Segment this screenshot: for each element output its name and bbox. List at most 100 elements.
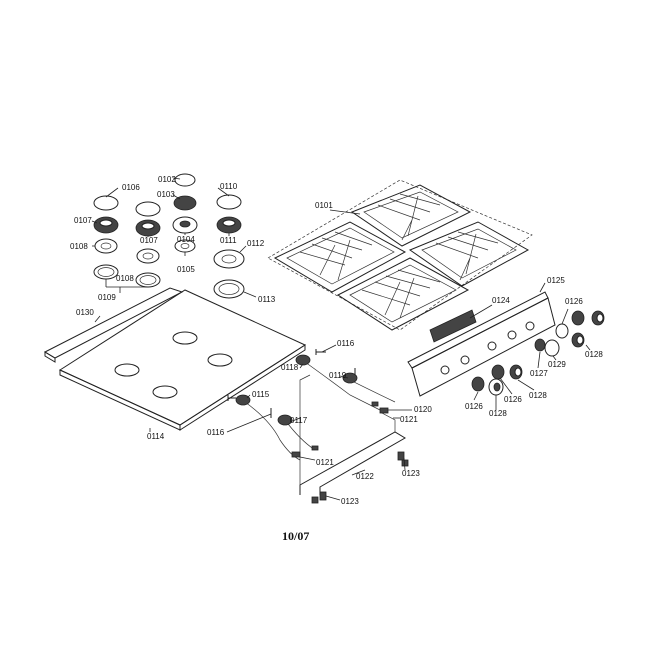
grate-back-right	[350, 184, 472, 247]
knob-0127	[534, 338, 546, 352]
part-0121-clip-c	[371, 401, 379, 407]
label-0121-a: 0121	[400, 415, 418, 424]
panel-knob-hole-5	[525, 321, 535, 331]
knob-0128-b-face	[576, 335, 584, 345]
label-0120: 0120	[414, 405, 432, 414]
part-0109-ring-center	[135, 272, 161, 288]
cooktop-top-surface	[58, 289, 307, 426]
date-code: 10/07	[282, 529, 309, 543]
grate-front-right	[408, 221, 530, 287]
knob-0126-a	[571, 310, 585, 326]
knob-0128-c-core	[493, 382, 501, 392]
part-0123-fitting-b	[319, 491, 327, 501]
label-0128-b: 0128	[489, 409, 507, 418]
knob-0128-a-face	[596, 313, 604, 323]
cooktop-right-edge	[179, 344, 306, 431]
part-0102-small-cap	[174, 173, 196, 187]
part-0117-valve	[277, 414, 293, 426]
label-0128-a: 0128	[585, 350, 603, 359]
label-0123-a: 0123	[402, 469, 420, 478]
label-0126-c: 0126	[504, 395, 522, 404]
part-0124-control-panel	[407, 282, 556, 397]
knobs-group	[471, 308, 605, 410]
label-0104: 0104	[177, 235, 195, 244]
panel-knob-hole-1	[440, 365, 450, 375]
part-0115-valve	[235, 394, 251, 406]
gas-manifold-group	[226, 344, 412, 504]
part-0122-manifold	[299, 431, 406, 495]
callout-labels: 0101 0102 0103 0104 0105 0106 0107 0107 …	[70, 175, 603, 506]
label-0123-b: 0123	[341, 497, 359, 506]
label-0106: 0106	[122, 183, 140, 192]
knob-0126-c	[491, 364, 505, 380]
knob-0129	[544, 339, 560, 357]
part-0108-base-center	[136, 248, 160, 264]
label-0111: 0111	[220, 236, 237, 245]
label-0128-c: 0128	[529, 391, 547, 400]
part-0121-clip-b	[291, 451, 301, 458]
panel-knob-hole-3	[487, 341, 497, 351]
label-0122: 0122	[356, 472, 374, 481]
part-0121-clip-d	[311, 445, 319, 451]
part-0118-valve	[295, 354, 311, 366]
cooktop-hole-left	[114, 363, 140, 377]
label-0113: 0113	[258, 295, 276, 304]
part-0123-fitting-c	[401, 459, 409, 467]
label-0115: 0115	[252, 390, 270, 399]
label-0127: 0127	[530, 369, 548, 378]
label-0108-b: 0108	[116, 274, 134, 283]
burner-parts-group	[93, 173, 245, 299]
label-0116-a: 0116	[337, 339, 355, 348]
label-0117: 0117	[290, 416, 308, 425]
cooktop-hole-right	[207, 353, 233, 367]
part-0113-ring-inner	[218, 283, 240, 295]
label-0116-b: 0116	[207, 428, 225, 437]
cooktop-hole-back	[172, 331, 198, 345]
part-0111-burner-ring	[222, 219, 236, 227]
tube-0118	[304, 361, 381, 411]
label-0101: 0101	[315, 201, 333, 210]
part-0116-screw-a	[315, 349, 326, 355]
part-0106-cap	[93, 195, 119, 211]
label-0110: 0110	[220, 182, 238, 191]
label-0114: 0114	[147, 432, 165, 441]
part-0108-base-left	[94, 238, 118, 254]
control-panel-top	[407, 291, 549, 369]
label-0107-a: 0107	[74, 216, 92, 225]
label-0130: 0130	[76, 308, 94, 317]
part-0107-burner-center-ring	[141, 222, 155, 230]
label-0129: 0129	[548, 360, 566, 369]
part-0101-grates	[267, 179, 533, 331]
label-0112: 0112	[247, 239, 265, 248]
label-0108-a: 0108	[70, 242, 88, 251]
part-0103-burner	[173, 195, 197, 211]
part-0109-ring-left-inner	[97, 267, 115, 277]
label-0124: 0124	[492, 296, 510, 305]
grates-dashed-outline	[267, 179, 533, 331]
grate-front-left	[337, 257, 470, 331]
part-0106-cap-b	[135, 201, 161, 217]
part-0108-base-center-inner	[142, 252, 154, 260]
knob-0128-d-face	[514, 367, 522, 377]
label-0107-b: 0107	[140, 236, 158, 245]
label-0119: 0119	[329, 371, 347, 380]
tube-0115	[244, 401, 301, 461]
part-0123-fitting-a	[397, 451, 405, 461]
part-0110-cap	[216, 194, 242, 210]
label-0102: 0102	[158, 175, 176, 184]
knob-0126-b	[471, 376, 485, 392]
panel-knob-hole-2	[460, 355, 470, 365]
label-0109: 0109	[98, 293, 116, 302]
part-0112-base-inner	[221, 254, 237, 264]
part-0123-fitting-d	[311, 496, 319, 504]
part-0130-strip	[43, 287, 184, 363]
trim-strip-edge	[44, 351, 56, 363]
part-0105-base-inner	[180, 243, 190, 249]
part-0121-clip-a	[379, 407, 389, 414]
part-0107-burner-left-ring	[99, 219, 113, 227]
label-0126-b: 0126	[465, 402, 483, 411]
label-0118: 0118	[281, 363, 299, 372]
part-0113-ring	[213, 279, 245, 299]
cooktop-front-edge	[59, 369, 181, 431]
grate-back-left	[273, 221, 407, 293]
